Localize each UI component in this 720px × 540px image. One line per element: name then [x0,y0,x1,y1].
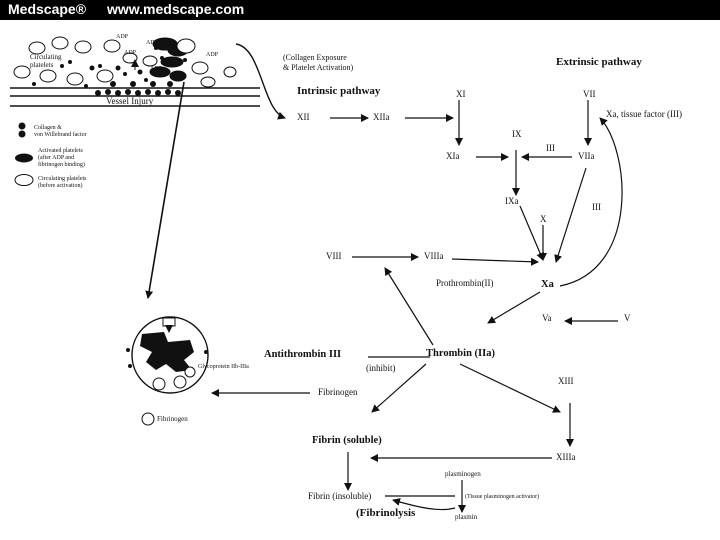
arrow-plasmin-to-fibrin [392,498,456,511]
plasmin-label: plasmin [455,513,478,521]
site-url[interactable]: www.medscape.com [107,1,245,17]
collagen-exposure-label: (Collagen Exposure & Platelet Activation… [283,53,354,72]
factor-XIIa: XIIa [373,112,390,122]
fibrinogen-legend-label: Fibrinogen [157,415,188,423]
platelet-circulating [39,69,57,83]
fibrinogen-legend-circle [141,412,155,426]
arrow-Xa-to-thrombin [487,291,541,324]
legend-circulating-label: Circulating platelets (before activation… [38,176,87,189]
arrow-vessel-to-platelet-detail [145,81,185,299]
legend-circulating-platelet-symbol [14,174,34,186]
platelet-circulating [223,66,237,78]
adp-label: ADP [116,34,129,40]
activated-platelet-shape [140,332,194,372]
factor-XIIIa: XIIIa [556,452,576,462]
factor-Xa-tissue-factor: Xa, tissue factor (III) [606,109,682,119]
arrow-collagen-to-XII [235,43,286,120]
platelet-circulating [176,38,196,54]
platelet-circulating [28,41,46,55]
legend-collagen-label: Collagen & von Willebrand factor [34,125,87,138]
platelet-small-circle [152,377,166,391]
factor-VII: VII [583,89,596,99]
circulating-platelets-label: Circulating platelets [30,53,62,69]
antithrombin-label: Antithrombin III [264,349,342,360]
legend-activated-label: Activated platelets (after ADP and fibri… [38,148,85,168]
platelet-circulating [191,61,209,75]
brand-logo-text: Medscape® [8,1,87,17]
factor-XI: XI [456,89,466,99]
factor-XIa: XIa [446,151,460,161]
collagen-vwf-dots [95,81,181,96]
platelet-circulating [142,55,158,67]
activated-platelet [169,70,187,82]
arrow-thrombin-to-VIIIa [384,267,434,346]
platelet-circulating [74,40,92,54]
factor-X: X [540,214,547,224]
legend-collagen-symbol [18,130,26,138]
factor-VIIIa: VIIIa [424,251,444,261]
factor-III: III [592,202,601,212]
arrow-IXa-to-Xa [519,205,544,261]
factor-VIII: VIII [326,251,342,261]
factor-VIIa: VIIa [578,151,595,161]
glycoprotein-label: Glycoprotein IIb-IIIa [198,364,249,370]
arrow-VIIa-to-Xa [554,167,587,263]
vessel-wall [10,87,260,107]
adp-label: ADP [146,40,159,46]
factor-IXa: IXa [505,196,519,206]
fibrinogen-receptor-box [162,317,176,327]
factor-III: III [546,143,555,153]
circulating-platelets [13,36,237,88]
legend-activated-platelet-symbol [15,153,33,163]
adp-label: ADP [150,66,163,72]
activated-platelet [160,56,184,68]
activated-platelet [149,66,171,78]
extrinsic-pathway-heading: Extrinsic pathway [556,56,642,68]
legend-collagen-symbol [18,122,26,130]
fibrinolysis-label: (Fibrinolysis [356,507,416,519]
factor-XIII: XIII [558,376,574,386]
platelet-circulating [51,36,69,50]
factor-Xa: Xa [541,279,554,290]
platelet-small-circle [173,375,187,389]
platelet-circulating [103,39,121,53]
factor-Va: Va [542,313,552,323]
platelet-circulating [200,76,216,88]
platelet-circulating [66,72,84,86]
tpa-label: (Tissue plasminogen activator) [465,494,540,500]
arrow-VIIIa-to-Xa [451,257,539,266]
factor-IX: IX [512,129,522,139]
prothrombin-label: Prothrombin(II) [436,278,494,288]
thrombin-label: Thrombin (IIa) [426,348,495,359]
arrow-Xa-feedback-to-tissue-factor [559,117,623,287]
arrow-thrombin-to-XIII [459,363,561,413]
intrinsic-pathway-heading: Intrinsic pathway [297,85,381,97]
activated-platelet-cluster [149,37,189,82]
adp-label: ADP [206,52,219,58]
fibrin-insoluble-label: Fibrin (insoluble) [308,491,372,501]
plasminogen-label: plasminogen [445,470,481,478]
platelet-circulating [96,69,114,83]
factor-V: V [624,313,631,323]
top-banner: Medscape® www.medscape.com [0,0,720,20]
legend-symbols [14,122,34,186]
fibrinogen-label: Fibrinogen [318,387,358,397]
platelet-circulating [13,65,31,79]
vessel-injury-label: Vessel Injury [106,96,154,106]
adp-label: ADP [124,50,137,56]
factor-XII: XII [297,112,310,122]
arrow-thrombin-to-fibrin [371,363,427,413]
inhibit-label: (inhibit) [366,363,396,373]
fibrin-soluble-label: Fibrin (soluble) [312,435,382,446]
platelet-small-circle [184,366,196,378]
